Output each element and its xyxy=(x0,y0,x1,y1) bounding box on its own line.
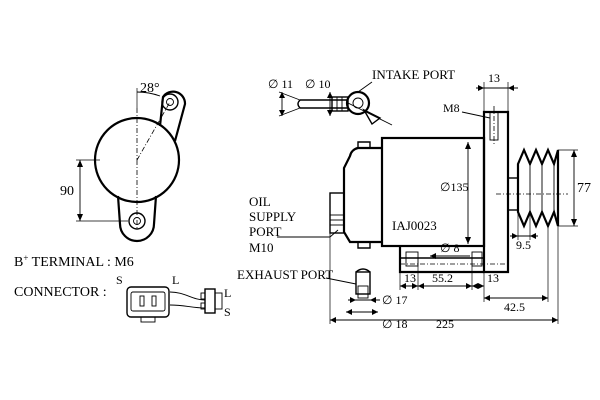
oil-supply-port xyxy=(329,192,345,234)
exhaust-port xyxy=(325,268,371,299)
dim-dia-18: ∅ 18 xyxy=(382,317,407,331)
dim-bottom-13-right: 13 xyxy=(487,271,499,285)
conn-l-right: L xyxy=(224,286,231,300)
connector-label: CONNECTOR : xyxy=(14,285,107,300)
front-flange xyxy=(482,110,510,274)
part-number: IAJ0023 xyxy=(392,218,437,233)
dim-m8: M8 xyxy=(443,101,460,115)
dim-9-5: 9.5 xyxy=(516,238,531,252)
exhaust-port-label: EXHAUST PORT xyxy=(237,267,333,282)
conn-s-right: S xyxy=(224,305,231,319)
height-90-label: 90 xyxy=(60,184,74,199)
dim-225: 225 xyxy=(436,317,454,331)
dim-dia-8: ∅ 8 xyxy=(440,241,459,255)
b-terminal-label: B+ TERMINAL : M6 xyxy=(14,253,134,270)
dim-55-2: 55.2 xyxy=(432,271,453,285)
conn-s-left: S xyxy=(116,273,123,287)
oil-port-line4: M10 xyxy=(249,240,274,255)
angle-label: 28° xyxy=(140,81,160,96)
oil-port-line1: OIL xyxy=(249,194,271,209)
oil-port-line3: PORT xyxy=(249,224,282,239)
dim-42-5: 42.5 xyxy=(504,300,525,314)
oil-port-line2: SUPPLY xyxy=(249,209,297,224)
conn-l-left: L xyxy=(172,273,179,287)
dim-dia-135: ∅135 xyxy=(440,180,468,194)
lower-mount-ear xyxy=(116,195,158,243)
front-view xyxy=(76,88,187,243)
intake-fitting xyxy=(278,81,393,126)
connector-side xyxy=(169,288,223,314)
rear-cover xyxy=(342,146,382,244)
dim-dia-10: ∅ 10 xyxy=(305,77,330,91)
dim-dia-11: ∅ 11 xyxy=(268,77,293,91)
intake-port-label: INTAKE PORT xyxy=(372,67,455,82)
dim-dia-17: ∅ 17 xyxy=(382,293,407,307)
dim-top-13: 13 xyxy=(488,71,500,85)
side-view xyxy=(277,81,578,324)
dim-bottom-13-left: 13 xyxy=(404,271,416,285)
upper-mount-hole xyxy=(161,93,179,111)
pulley xyxy=(516,147,560,229)
dim-77: 77 xyxy=(577,181,591,196)
connector-front xyxy=(126,286,170,323)
